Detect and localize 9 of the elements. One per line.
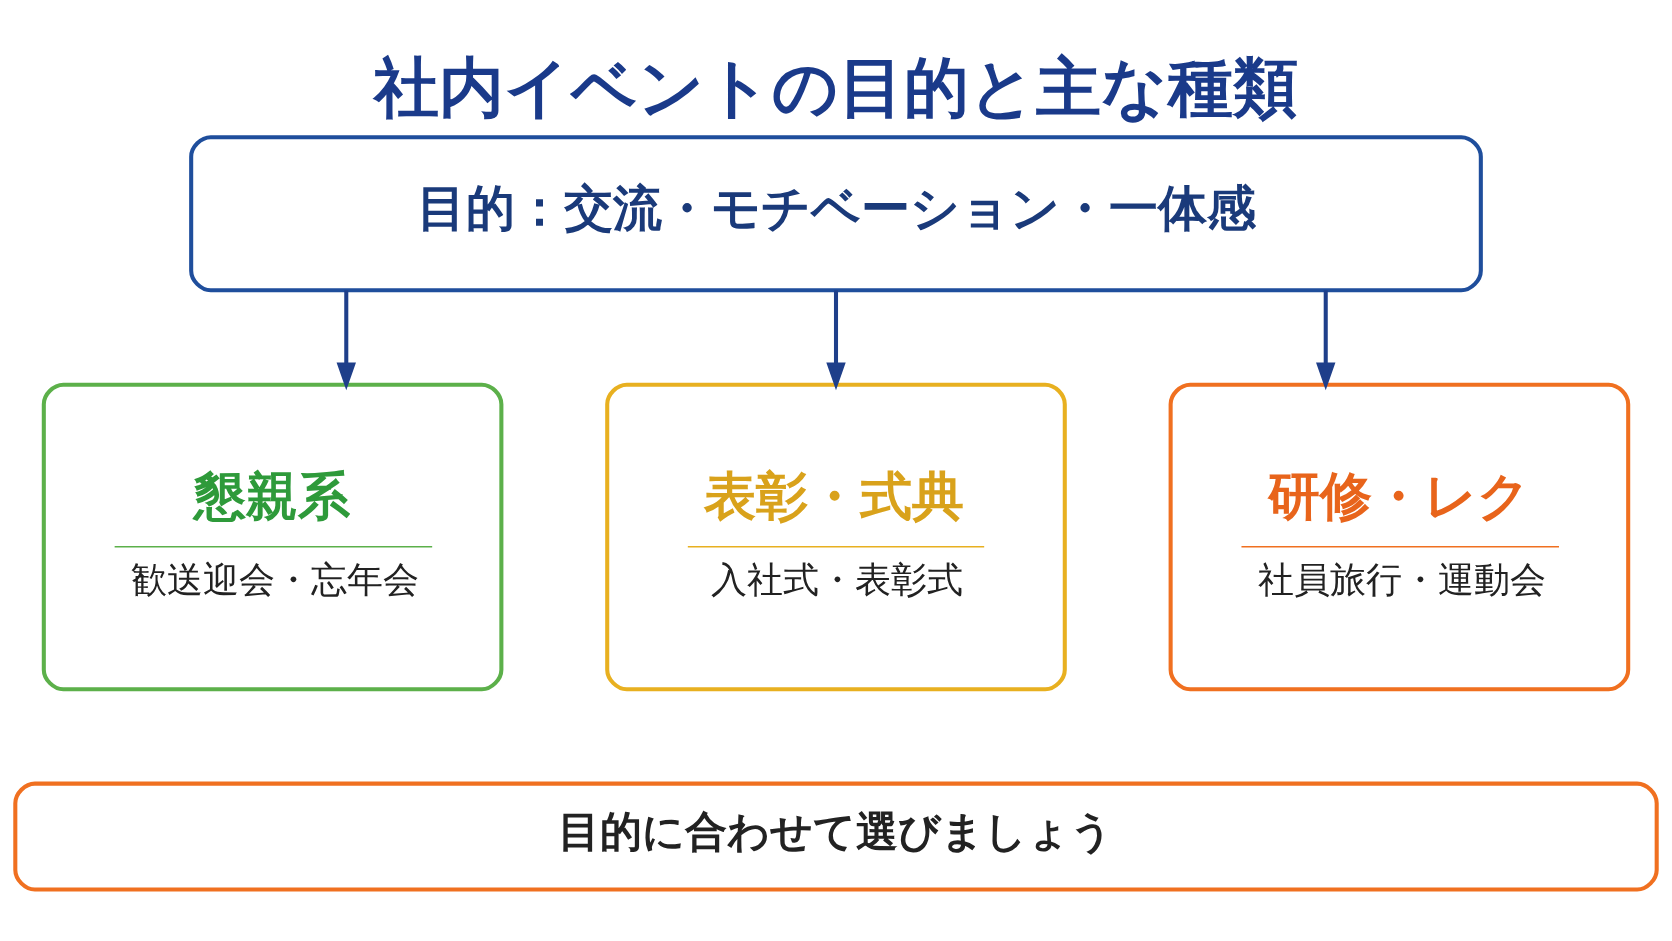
node-box: 懇親系 歓送迎会・忘年会 <box>41 382 504 691</box>
node-box: 研修・レク 社員旅行・運動会 <box>1168 382 1631 691</box>
arrow <box>336 289 356 390</box>
arrow <box>1316 289 1336 390</box>
diagram-title: 社内イベントの目的と主な種類 <box>373 49 1298 125</box>
arrow <box>826 289 846 390</box>
node-box: 表彰・式典 入社式・表彰式 <box>605 382 1067 691</box>
node-box: 目的に合わせて選びましょう <box>13 781 1659 892</box>
node-box: 目的：交流・モチベーション・一体感 <box>189 134 1483 292</box>
